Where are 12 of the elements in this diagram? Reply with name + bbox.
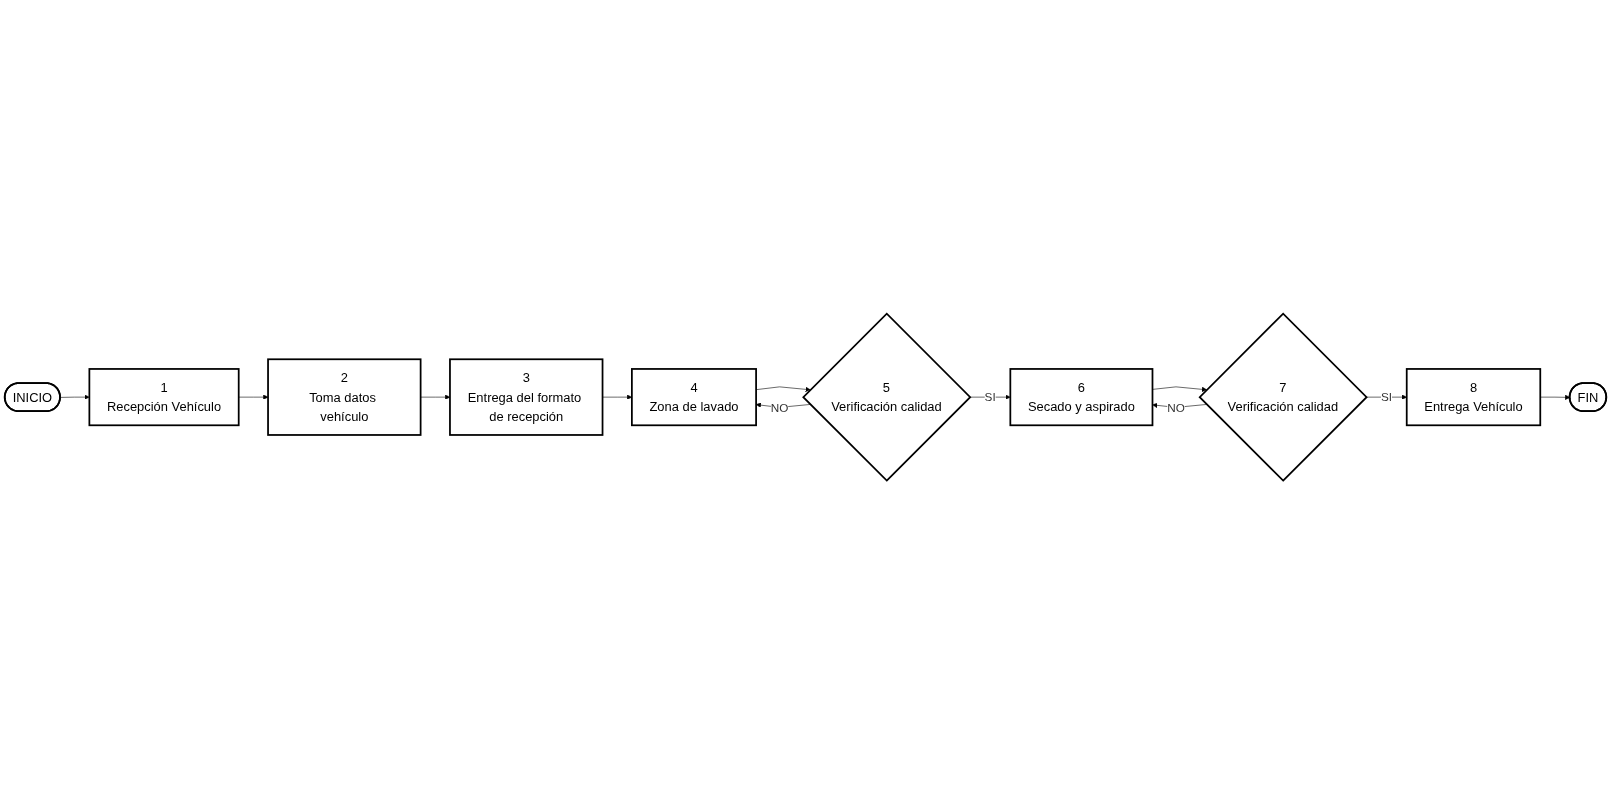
node-box: 1 Recepción Vehículo <box>88 367 240 427</box>
node-box: 8 Entrega Vehículo <box>1405 367 1542 427</box>
node-box: 3 Entrega del formato de recepción <box>449 358 604 436</box>
node-diamond: 7 Verificación calidad <box>1198 312 1368 482</box>
node-box: 2 Toma datos vehículo <box>267 358 422 436</box>
node-diamond: 5 Verificación calidad <box>802 312 972 482</box>
edge-label: SI <box>1380 390 1393 404</box>
edge-label: NO <box>1167 400 1185 414</box>
edge-label: SI <box>984 390 996 404</box>
edge-label: NO <box>770 400 789 414</box>
node-box: 6 Secado y aspirado <box>1009 367 1154 427</box>
node-box: 4 Zona de lavado <box>631 367 757 427</box>
